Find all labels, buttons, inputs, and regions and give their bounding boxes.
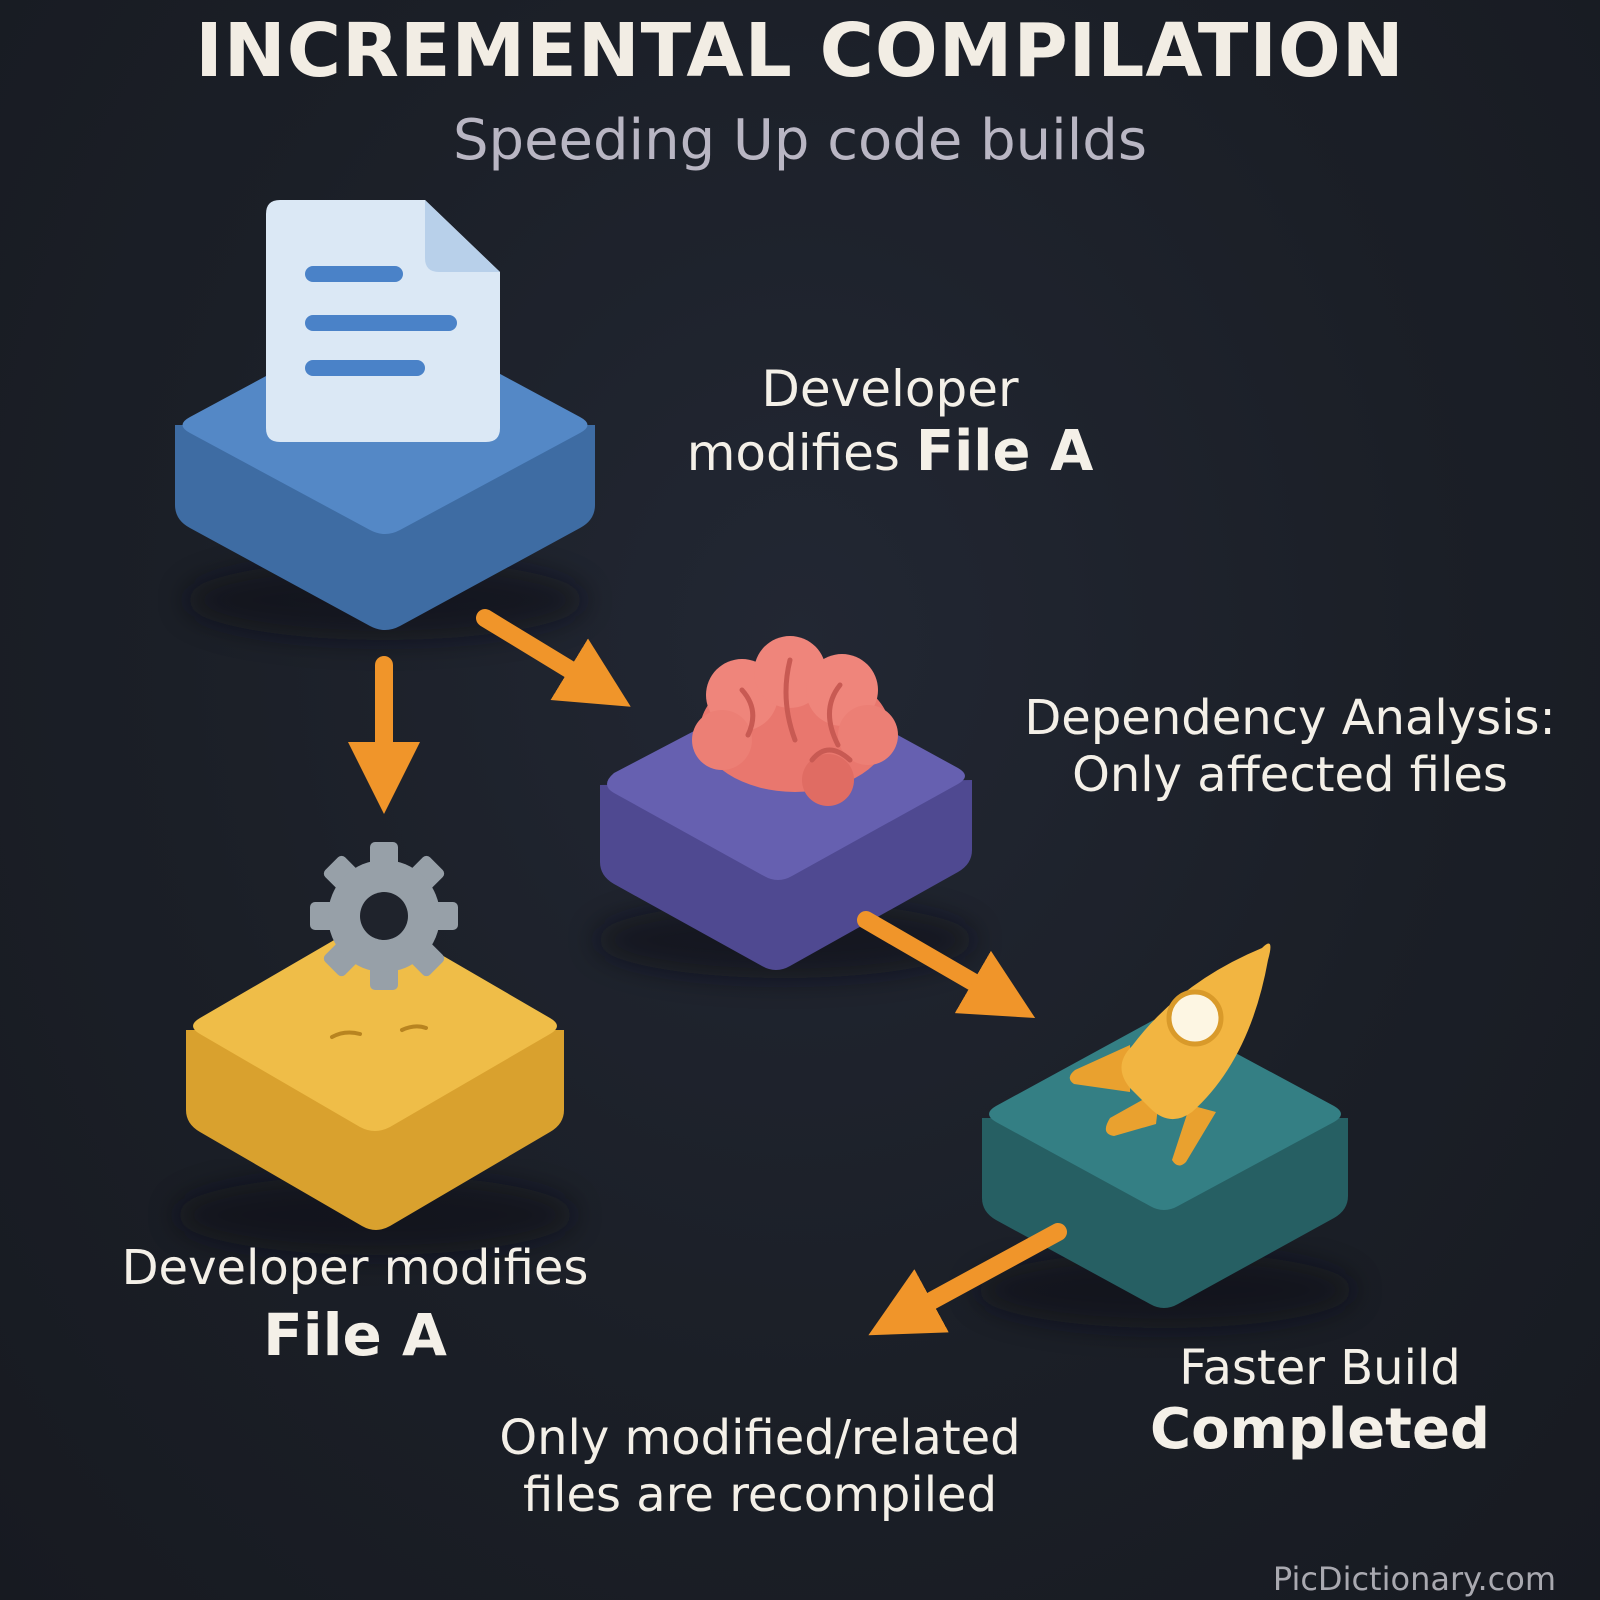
label-bold: File A <box>915 419 1094 484</box>
label-line: Faster Build <box>1179 1340 1461 1396</box>
label-dependency-analysis: Dependency Analysis: Only affected files <box>990 690 1590 803</box>
label-line: Developer <box>761 360 1019 418</box>
flow-arrows <box>348 609 1067 1336</box>
label-recompiled-files: Only modified/related files are recompil… <box>470 1410 1050 1523</box>
label-bold: File A <box>263 1300 447 1369</box>
brain-icon <box>692 636 898 806</box>
label-recompile-step: Developer modifies File A <box>90 1240 620 1369</box>
block-3-top <box>193 921 557 1131</box>
block-recompile <box>175 921 575 1255</box>
page-subtitle: Speeding Up code builds <box>452 108 1147 173</box>
label-faster-build: Faster Build Completed <box>1110 1340 1530 1463</box>
label-line: Developer modifies <box>121 1240 589 1296</box>
document-icon <box>266 200 500 442</box>
label-line: Dependency Analysis: <box>1024 690 1556 746</box>
label-line: files are recompiled <box>522 1466 998 1523</box>
label-line: Only affected files <box>1072 746 1508 803</box>
gear-icon <box>310 842 458 990</box>
block-faster-build <box>975 1018 1355 1328</box>
arrow-file-to-analysis <box>476 609 631 707</box>
page-title: INCREMENTAL COMPILATION <box>195 8 1405 94</box>
watermark: PicDictionary.com <box>1272 1560 1556 1598</box>
arrow-build-to-recompiled <box>868 1223 1067 1336</box>
label-line: Only modified/related <box>499 1410 1021 1466</box>
label-line: modifies <box>686 424 900 482</box>
label-developer-modifies: Developer modifies File A <box>660 360 1120 485</box>
rocket-icon <box>1069 943 1271 1166</box>
block-4-side <box>982 1118 1348 1308</box>
label-bold: Completed <box>1149 1396 1491 1462</box>
arrow-analysis-to-build <box>857 911 1036 1019</box>
